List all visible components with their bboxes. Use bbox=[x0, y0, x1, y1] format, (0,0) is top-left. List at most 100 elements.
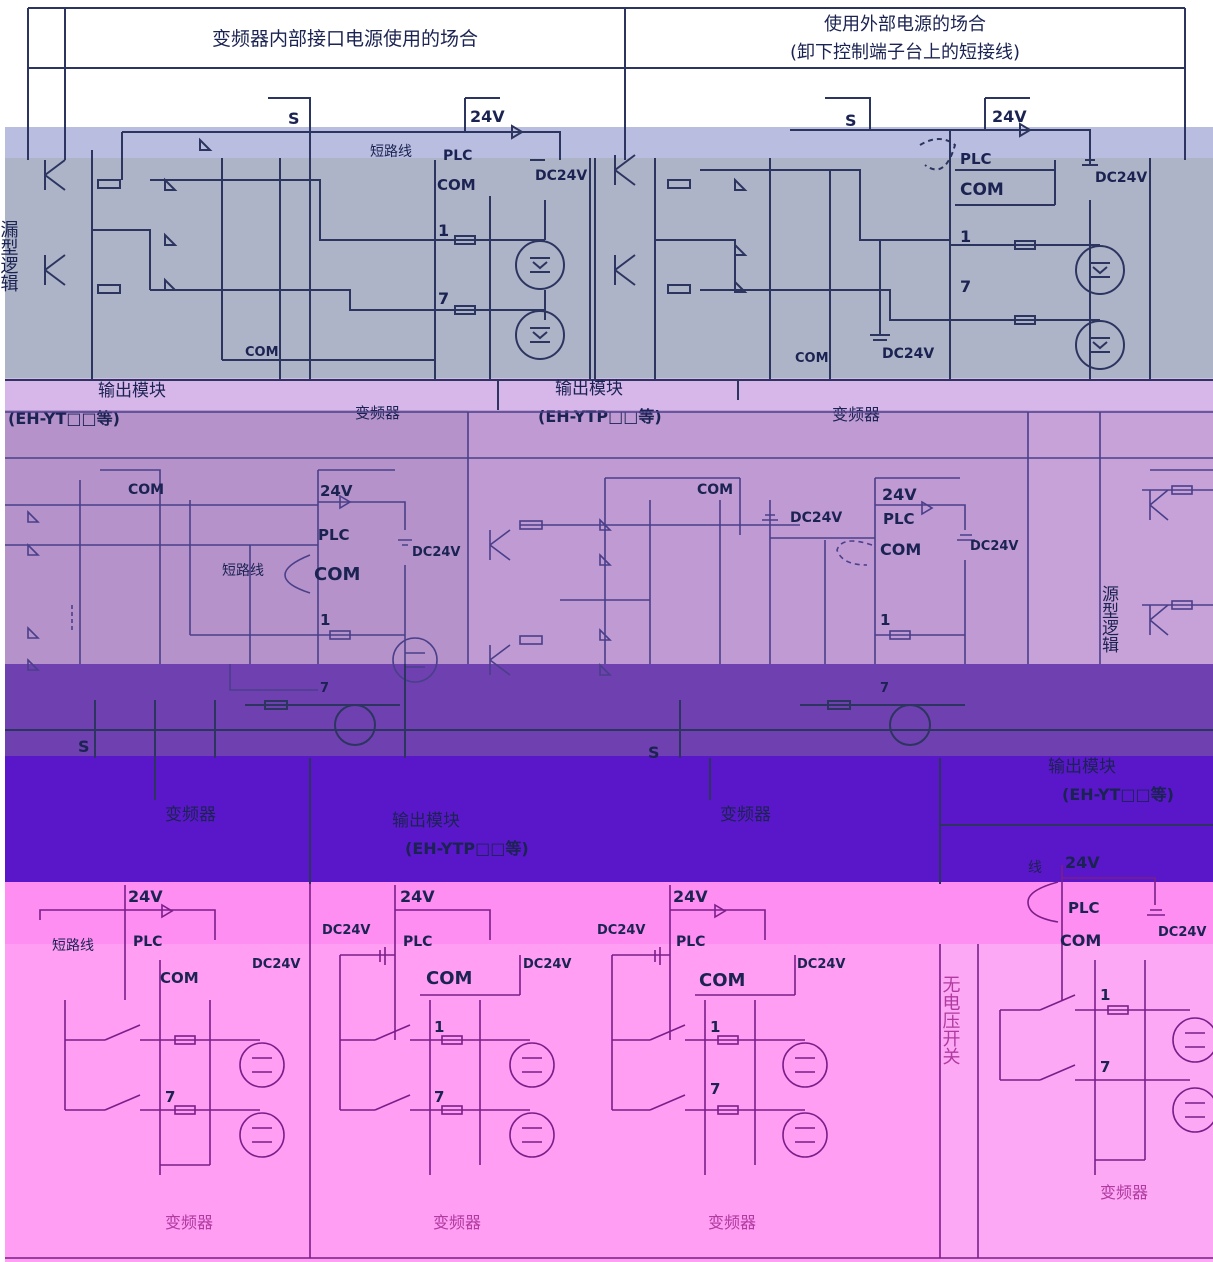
contact-panel-3-wiring bbox=[611, 885, 828, 1175]
sink-right-term1: 1 bbox=[960, 227, 971, 246]
source-left-shorting: 短路线 bbox=[222, 563, 264, 579]
contact-p4-dc24v: DC24V bbox=[1158, 925, 1206, 940]
contact-p2-24v: 24V bbox=[400, 887, 435, 906]
contact-p2-inverter: 变频器 bbox=[433, 1213, 481, 1232]
contact-p4-plc: PLC bbox=[1068, 899, 1100, 917]
source-far-right-wiring bbox=[1142, 469, 1213, 636]
sink-logic-row: 漏型逻辑 bbox=[0, 97, 1213, 381]
sink-right-24v: 24V bbox=[992, 107, 1027, 126]
contact-panel-4-wiring bbox=[999, 865, 1213, 1175]
sink-left-dc24v: DC24V bbox=[535, 168, 587, 184]
sink-right-com: COM bbox=[960, 180, 1004, 200]
source-right-term1: 1 bbox=[880, 611, 890, 629]
band-source-right bbox=[1028, 410, 1213, 666]
source-right-24v: 24V bbox=[882, 485, 917, 504]
source-left-plc: PLC bbox=[318, 526, 350, 544]
band-sink bbox=[5, 158, 1213, 380]
sink-right-inverter: 变频器 bbox=[832, 405, 880, 424]
sink-left-s: S bbox=[288, 109, 300, 128]
sink-right-s: S bbox=[845, 111, 857, 130]
contact-p3-24v: 24V bbox=[673, 887, 708, 906]
source-left-s: S bbox=[78, 737, 90, 756]
source-right-term7: 7 bbox=[880, 681, 889, 696]
sink-side-label: 漏型逻辑 bbox=[0, 220, 19, 292]
header-table: 变频器内部接口电源使用的场合 使用外部电源的场合 (卸下控制端子台上的短接线) bbox=[27, 7, 1186, 160]
source-left-inverter: 变频器 bbox=[165, 805, 216, 825]
band-source-light bbox=[468, 410, 1028, 666]
contact-p2-plc: PLC bbox=[403, 934, 432, 950]
source-left-com-top: COM bbox=[128, 482, 164, 498]
contact-p3-com: COM bbox=[699, 970, 745, 991]
band-source-top bbox=[5, 378, 1213, 412]
sink-left-plc: PLC bbox=[443, 148, 472, 164]
contact-p3-dc24v: DC24V bbox=[797, 957, 845, 972]
contact-p3-inverter: 变频器 bbox=[708, 1213, 756, 1232]
contact-panel-2-wiring bbox=[339, 885, 555, 1175]
sink-left-term1: 1 bbox=[438, 221, 449, 240]
sink-right-term7: 7 bbox=[960, 277, 971, 296]
source-far-right-module-model: (EH-YT□□等) bbox=[1062, 785, 1174, 804]
source-left-wiring bbox=[5, 469, 438, 691]
contact-p1-dc24v: DC24V bbox=[252, 957, 300, 972]
contact-p1-plc: PLC bbox=[133, 934, 162, 950]
sink-left-term7: 7 bbox=[438, 289, 449, 308]
contact-p1-24v: 24V bbox=[128, 887, 163, 906]
source-right-s: S bbox=[648, 743, 660, 762]
source-far-right-module: 输出模块 bbox=[1048, 757, 1116, 777]
source-right-module-model: (EH-YTP□□等) bbox=[405, 839, 529, 858]
source-right-com: COM bbox=[880, 540, 921, 559]
source-right-dc24v-left: DC24V bbox=[790, 510, 842, 526]
source-right-com-top: COM bbox=[697, 482, 733, 498]
contact-side-label: 无电压开关 bbox=[940, 975, 961, 1065]
source-left-term7: 7 bbox=[320, 681, 329, 696]
contact-p3-plc: PLC bbox=[676, 934, 705, 950]
band-magenta-right bbox=[940, 944, 1213, 1262]
band-magenta-top bbox=[5, 882, 1213, 946]
contact-panel-1-wiring bbox=[39, 885, 285, 1175]
contact-p3-term7: 7 bbox=[710, 1080, 720, 1098]
sink-right-com2: COM bbox=[795, 351, 829, 366]
module-label-strip: S S 变频器 输出模块 (EH-YTP□□等) 变频器 输出模块 (EH-YT… bbox=[5, 664, 1213, 884]
header-internal-power: 变频器内部接口电源使用的场合 bbox=[212, 28, 478, 50]
source-right-module: 输出模块 bbox=[392, 811, 460, 831]
contact-p2-dc24v-left: DC24V bbox=[322, 923, 370, 938]
contact-p4-shorting-tail: 线 bbox=[1028, 860, 1042, 876]
contact-p2-dc24v: DC24V bbox=[523, 957, 571, 972]
contact-p2-term1: 1 bbox=[434, 1018, 444, 1036]
band-dark-purple bbox=[5, 664, 1213, 758]
contact-p4-term1: 1 bbox=[1100, 986, 1110, 1004]
contact-p4-24v: 24V bbox=[1065, 853, 1100, 872]
contact-p4-term7: 7 bbox=[1100, 1058, 1110, 1076]
sink-left-wiring bbox=[44, 97, 565, 380]
sink-right-dc24v: DC24V bbox=[1095, 170, 1147, 186]
sink-left-shorting: 短路线 bbox=[370, 144, 412, 160]
source-left-dc24v: DC24V bbox=[412, 545, 460, 560]
source-left-com: COM bbox=[314, 564, 360, 585]
sink-right-dc24v-bottom: DC24V bbox=[882, 346, 934, 362]
sink-left-com2: COM bbox=[245, 345, 279, 360]
source-right-plc: PLC bbox=[883, 510, 915, 528]
source-logic-row: COM 24V PLC DC24V 短路线 COM 1 7 bbox=[5, 411, 1213, 696]
sink-left-module: 输出模块 bbox=[98, 381, 166, 401]
sink-left-module-model: (EH-YT□□等) bbox=[8, 409, 120, 428]
source-right-inverter: 变频器 bbox=[720, 805, 771, 825]
source-side-label: 源型逻辑 bbox=[1098, 585, 1119, 653]
contact-p4-inverter: 变频器 bbox=[1100, 1183, 1148, 1202]
source-left-term1: 1 bbox=[320, 611, 330, 629]
source-left-24v: 24V bbox=[320, 482, 353, 500]
sink-left-24v: 24V bbox=[470, 107, 505, 126]
contact-p1-inverter: 变频器 bbox=[165, 1213, 213, 1232]
contact-p2-term7: 7 bbox=[434, 1088, 444, 1106]
sink-right-plc: PLC bbox=[960, 150, 992, 168]
band-indigo bbox=[5, 756, 1213, 884]
header-external-power: 使用外部电源的场合 bbox=[824, 14, 986, 35]
contact-p3-term1: 1 bbox=[710, 1018, 720, 1036]
contact-p1-term7: 7 bbox=[165, 1088, 175, 1106]
contact-p3-dc24v-left: DC24V bbox=[597, 923, 645, 938]
sink-left-inverter: 变频器 bbox=[355, 404, 400, 422]
contact-p1-shorting: 短路线 bbox=[52, 938, 94, 954]
sink-left-com: COM bbox=[437, 176, 476, 194]
contact-p1-com: COM bbox=[160, 969, 199, 987]
header-remove-jumper: (卸下控制端子台上的短接线) bbox=[790, 42, 1020, 63]
